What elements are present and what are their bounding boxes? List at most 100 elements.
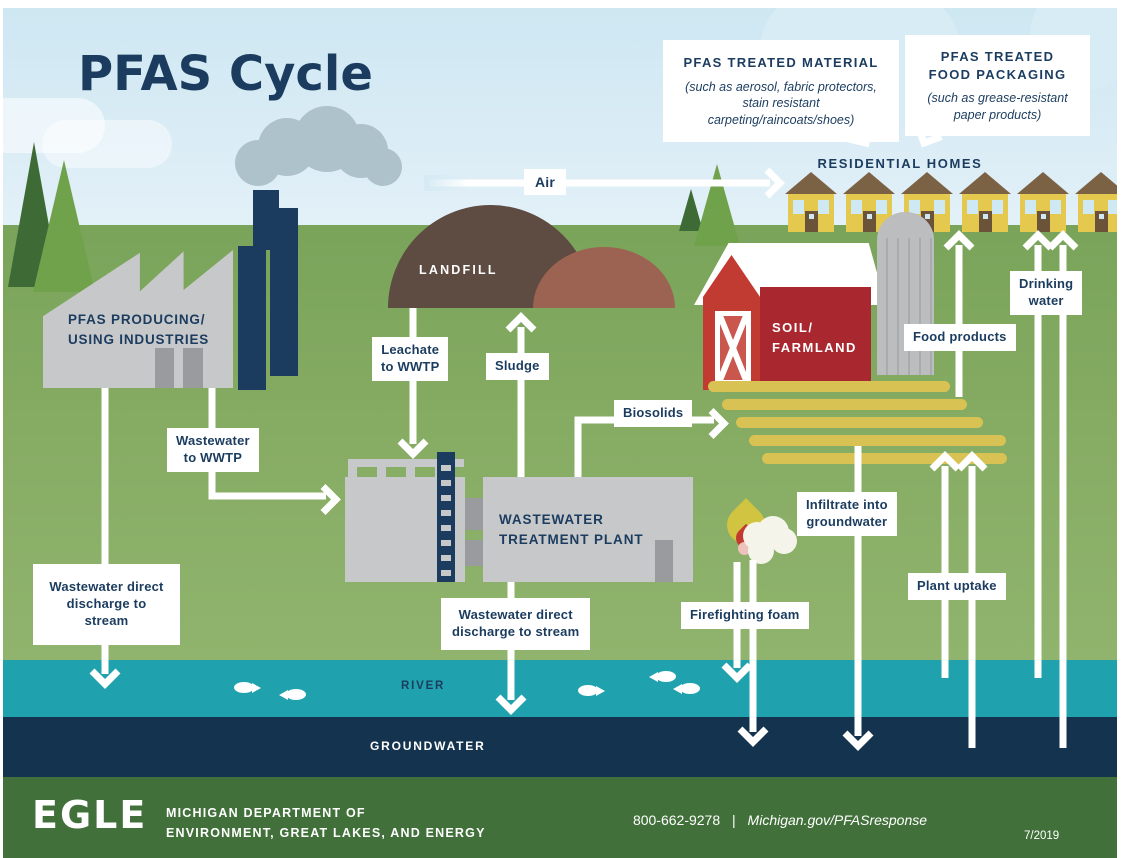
house bbox=[785, 172, 837, 232]
footer-phone: 800-662-9278 bbox=[632, 812, 721, 828]
house-window bbox=[1050, 200, 1061, 214]
arrow-infiltrate bbox=[842, 446, 874, 751]
arrow-sludge bbox=[505, 312, 537, 477]
label-sludge: Sludge bbox=[486, 353, 549, 380]
arrow-air bbox=[430, 167, 785, 199]
crop-row bbox=[722, 399, 967, 410]
house-door bbox=[979, 211, 992, 232]
residential-homes-label: RESIDENTIAL HOMES bbox=[817, 156, 983, 171]
landfill-label: LANDFILL bbox=[419, 263, 498, 277]
label-air: Air bbox=[524, 169, 567, 196]
crop-row bbox=[708, 381, 950, 392]
house-door-pane bbox=[867, 214, 872, 219]
house-window bbox=[851, 200, 862, 214]
house bbox=[1075, 172, 1126, 232]
arrow-plant-uptake-2 bbox=[956, 451, 988, 748]
smoke-cloud bbox=[364, 148, 402, 186]
factory-door bbox=[183, 348, 203, 388]
arrow-drinking-water-1 bbox=[1022, 230, 1054, 678]
foam-icon bbox=[748, 538, 774, 564]
wwtp-label: WASTEWATER TREATMENT PLANT bbox=[499, 512, 644, 548]
label-leachate: Leachate to WWTP bbox=[372, 337, 449, 381]
label-firefighting-foam: Firefighting foam bbox=[681, 602, 809, 629]
house bbox=[1017, 172, 1069, 232]
house-window bbox=[793, 200, 804, 214]
groundwater-label: GROUNDWATER bbox=[370, 739, 486, 753]
river-label: RIVER bbox=[401, 680, 446, 692]
industries-label: PFAS PRODUCING/ USING INDUSTRIES bbox=[68, 312, 210, 347]
footer-date: 7/2019 bbox=[1024, 830, 1060, 842]
house-window bbox=[909, 200, 920, 214]
silo-ridges bbox=[877, 238, 934, 375]
house-door-pane bbox=[925, 214, 930, 219]
wwtp-ladder-rungs bbox=[441, 456, 451, 578]
house-door bbox=[805, 211, 818, 232]
house-door-pane bbox=[1099, 214, 1104, 219]
arrow-leachate bbox=[397, 308, 429, 459]
barn-door bbox=[720, 316, 746, 380]
foam-icon bbox=[771, 528, 797, 554]
wwtp-door bbox=[655, 540, 673, 582]
factory-door bbox=[155, 348, 174, 388]
cloud bbox=[0, 98, 105, 153]
house-window bbox=[992, 200, 1003, 214]
label-biosolids: Biosolids bbox=[614, 400, 693, 427]
house-window bbox=[818, 200, 829, 214]
page-title: PFAS Cycle bbox=[78, 46, 373, 102]
arrow-foam-to-groundwater bbox=[737, 560, 769, 747]
house bbox=[959, 172, 1011, 232]
house-window bbox=[1108, 200, 1119, 214]
arrow-food-products bbox=[943, 230, 975, 397]
crop-row bbox=[749, 435, 1006, 446]
arrow-plant-uptake-1 bbox=[929, 451, 961, 678]
treated-material-box: PFAS TREATED MATERIAL (such as aerosol, … bbox=[663, 40, 899, 143]
footer-contact: 800-662-9278 | Michigan.gov/PFASresponse bbox=[560, 812, 1000, 828]
label-discharge-left: Wastewater direct discharge to stream bbox=[33, 564, 180, 645]
page-margin bbox=[1117, 0, 1126, 858]
label-wastewater-to-wwtp: Wastewater to WWTP bbox=[167, 428, 259, 472]
house-window bbox=[1083, 200, 1094, 214]
label-drinking-water: Drinking water bbox=[1010, 271, 1083, 315]
smokestack bbox=[238, 246, 266, 390]
treated-material-heading: PFAS TREATED MATERIAL bbox=[683, 55, 879, 70]
footer-agency: MICHIGAN DEPARTMENT OF ENVIRONMENT, GREA… bbox=[166, 806, 486, 840]
groundwater-band bbox=[0, 717, 1126, 777]
river-band bbox=[0, 660, 1126, 717]
footer-url: Michigan.gov/PFASresponse bbox=[747, 812, 928, 828]
barn-side bbox=[760, 287, 871, 390]
house-door bbox=[863, 211, 876, 232]
house-window bbox=[876, 200, 887, 214]
label-infiltrate: Infiltrate into groundwater bbox=[797, 492, 897, 536]
house-window bbox=[967, 200, 978, 214]
house-door bbox=[1037, 211, 1050, 232]
house-door-pane bbox=[983, 214, 988, 219]
house-door bbox=[1095, 211, 1108, 232]
treated-material-detail: (such as aerosol, fabric protectors, sta… bbox=[685, 79, 877, 128]
label-discharge-wwtp: Wastewater direct discharge to stream bbox=[441, 598, 591, 650]
arrow-drinking-water-2 bbox=[1047, 230, 1079, 748]
wwtp-tank-crenellation bbox=[348, 467, 464, 477]
wwtp-connector bbox=[465, 498, 483, 530]
smokestack bbox=[270, 208, 298, 376]
page-margin bbox=[0, 0, 1126, 8]
footer-separator: | bbox=[732, 812, 736, 828]
air-arrow-fade bbox=[424, 175, 468, 191]
arrow-wastewater-to-wwtp bbox=[208, 388, 341, 515]
footer-bar bbox=[0, 777, 1126, 858]
label-food-products: Food products bbox=[904, 324, 1016, 351]
crop-row bbox=[762, 453, 1007, 464]
house-window bbox=[1025, 200, 1036, 214]
house-door-pane bbox=[1041, 214, 1046, 219]
wwtp-connector bbox=[465, 540, 483, 566]
page-margin bbox=[0, 0, 3, 858]
food-packaging-heading: PFAS TREATED FOOD PACKAGING bbox=[928, 49, 1067, 82]
food-packaging-box: PFAS TREATED FOOD PACKAGING (such as gre… bbox=[905, 35, 1090, 136]
egle-logo: EGLE bbox=[32, 793, 148, 837]
house-window bbox=[934, 200, 945, 214]
food-packaging-detail: (such as grease-resistant paper products… bbox=[927, 91, 1068, 122]
soil-farmland-label: SOIL/ FARMLAND bbox=[772, 320, 857, 356]
cloud bbox=[42, 120, 172, 168]
wwtp-tank-rail bbox=[348, 459, 464, 467]
crop-row bbox=[736, 417, 983, 428]
